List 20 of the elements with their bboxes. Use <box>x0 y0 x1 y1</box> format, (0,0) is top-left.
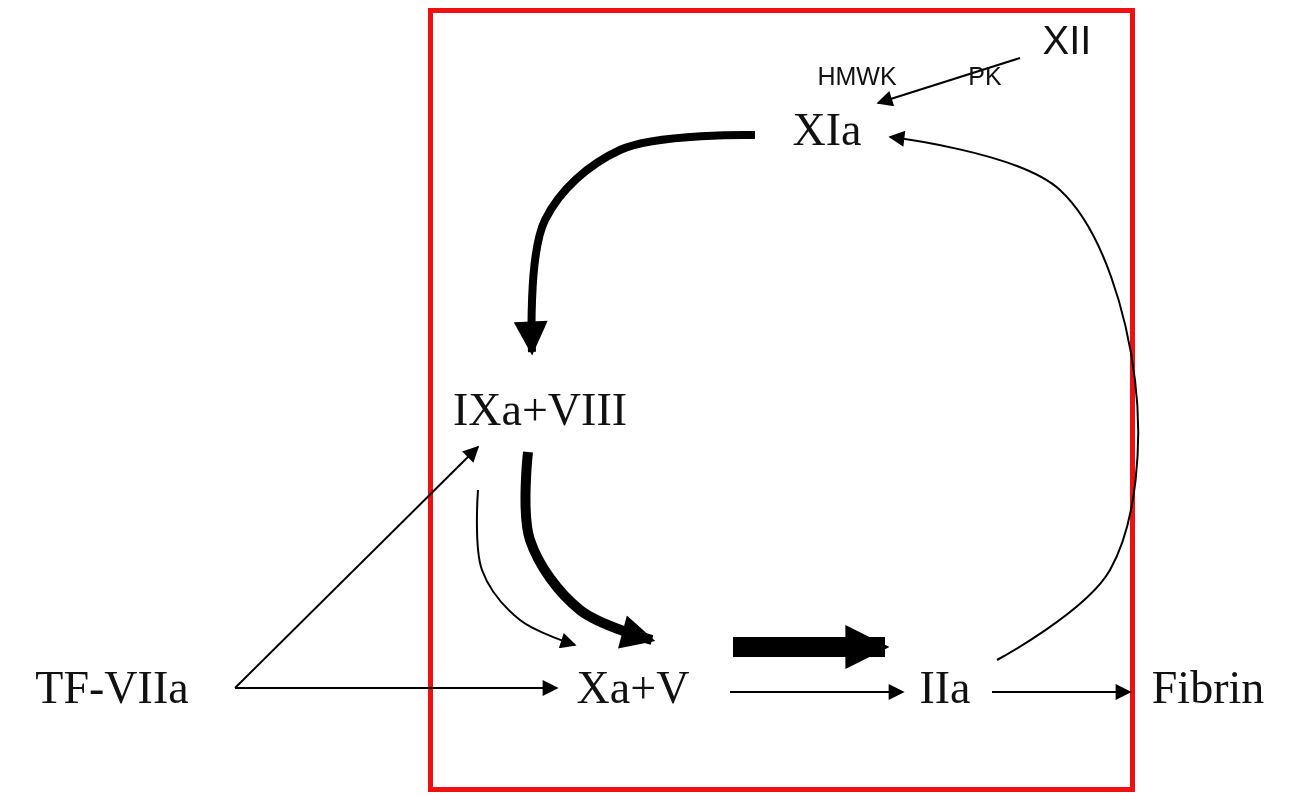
factor-label: Fibrin <box>1151 665 1265 711</box>
arrow <box>876 57 1021 107</box>
thick-arrow <box>733 625 890 669</box>
factor-label: XIa <box>792 107 862 153</box>
arrow <box>888 130 1140 661</box>
factor-label: XII <box>1042 20 1092 60</box>
thick-arrow <box>513 130 756 356</box>
arrow <box>991 684 1132 700</box>
thick-arrow <box>520 451 656 649</box>
arrow <box>729 684 905 700</box>
arrow <box>475 489 577 649</box>
factor-label: HMWK <box>817 63 897 89</box>
highlight-frame <box>428 8 1135 792</box>
factor-label: Xa+V <box>576 665 690 711</box>
arrow <box>234 680 559 696</box>
arrow <box>234 445 480 689</box>
factor-label: IIa <box>919 665 971 711</box>
factor-label: PK <box>968 63 1002 89</box>
factor-label: TF-VIIa <box>35 665 189 711</box>
factor-label: IXa+VIII <box>452 387 628 433</box>
